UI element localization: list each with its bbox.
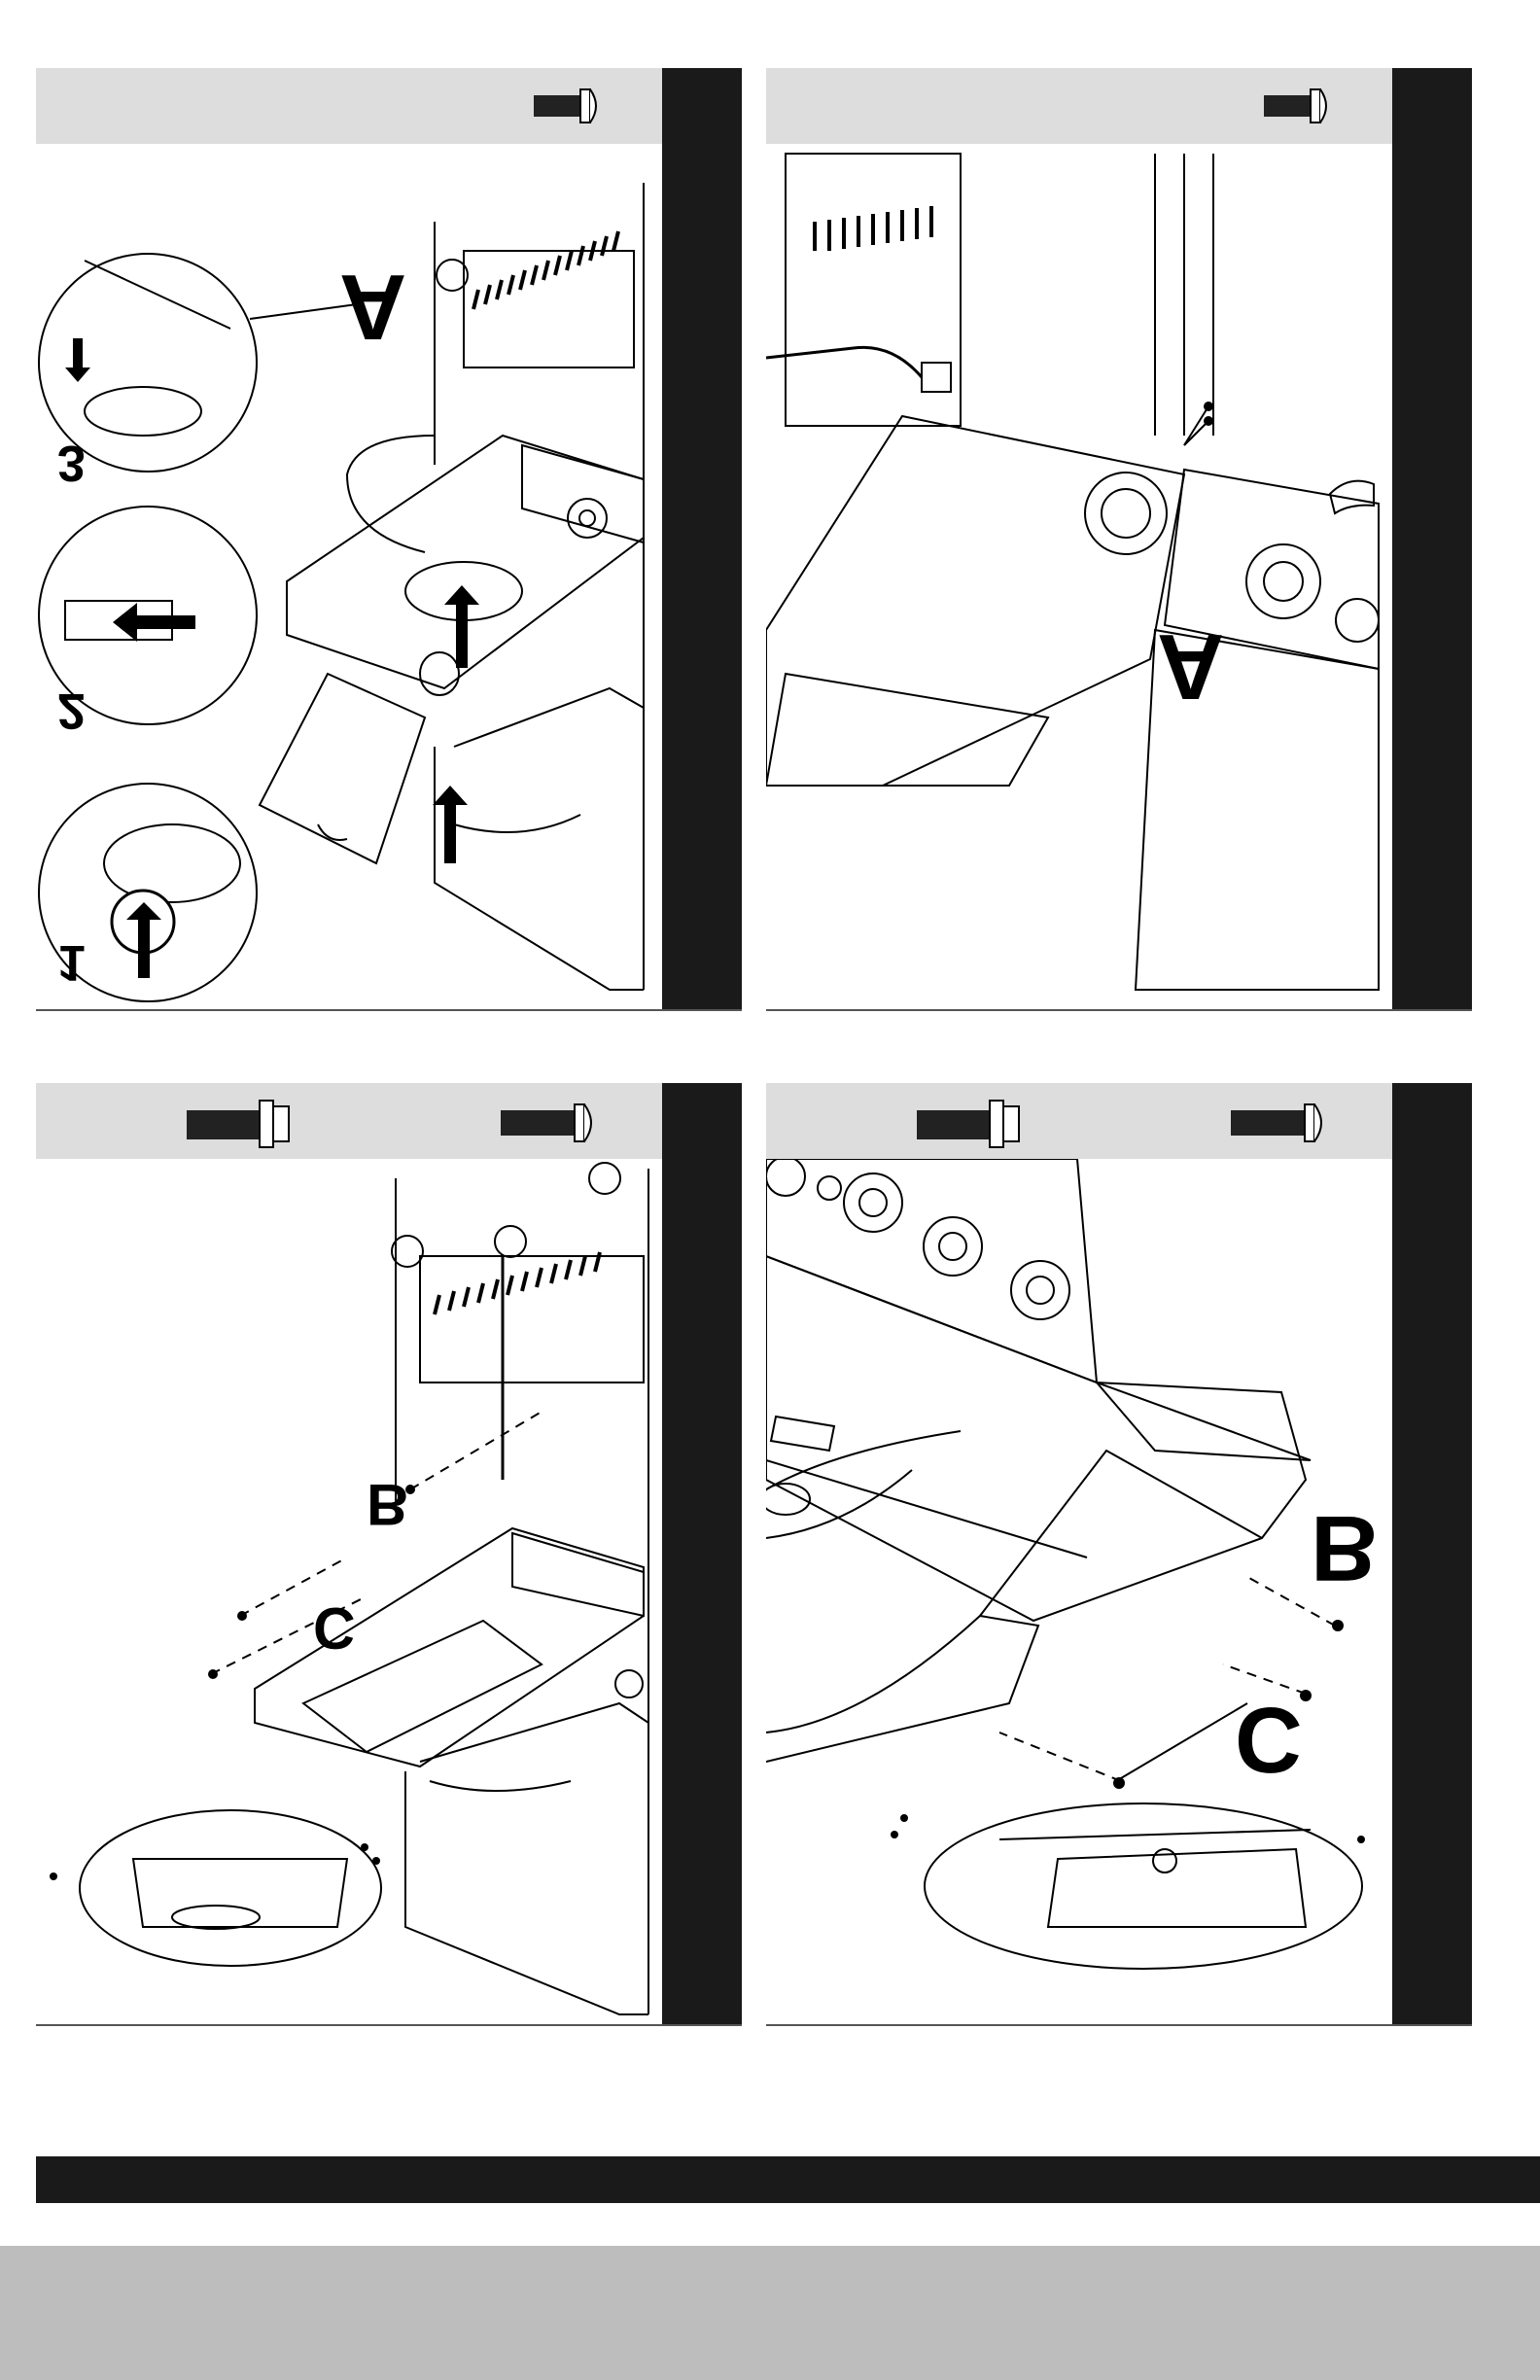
step-number-2: 2 <box>57 682 86 739</box>
bolt-long-icon <box>501 1104 591 1141</box>
assembly-illustration: B C <box>766 1159 1392 2024</box>
bolt-pair-icon <box>766 1083 1392 1159</box>
sidebar-bar <box>662 68 742 1009</box>
assembly-illustration: A 1 2 3 <box>36 144 662 1009</box>
bolt-pair-icon <box>36 1083 662 1159</box>
step-number-1: 1 <box>57 934 86 991</box>
panel-top-left: A 1 2 3 <box>36 68 742 1011</box>
assembly-illustration: A <box>766 144 1392 1009</box>
step-number-3: 3 <box>57 435 86 491</box>
hardware-strip <box>766 1083 1392 1159</box>
callout-c: C <box>313 1595 355 1661</box>
callout-a: A <box>339 255 406 359</box>
assembly-illustration: B C <box>36 1159 662 2024</box>
sidebar-bar <box>662 1083 742 2024</box>
bolt-flange-icon <box>917 1101 1019 1147</box>
callout-a: A <box>1157 614 1224 718</box>
sidebar-bar <box>1392 68 1472 1009</box>
panel-bottom-left: B C <box>36 1083 742 2026</box>
callout-b: B <box>367 1472 408 1537</box>
bolt-short-icon <box>766 68 1392 144</box>
callout-b: B <box>1311 1496 1378 1600</box>
hardware-strip <box>36 1083 662 1159</box>
hardware-strip <box>36 68 662 144</box>
panel-bottom-right: B C <box>766 1083 1472 2026</box>
hardware-strip <box>766 68 1392 144</box>
bolt-short-icon <box>36 68 662 144</box>
sidebar-bar <box>1392 1083 1472 2024</box>
bottom-title-band <box>36 2156 1540 2203</box>
callout-c: C <box>1235 1688 1302 1792</box>
footer-band <box>0 2246 1540 2380</box>
bolt-long-icon <box>1231 1104 1321 1141</box>
bolt-flange-icon <box>187 1101 289 1147</box>
panel-top-right: A <box>766 68 1472 1011</box>
